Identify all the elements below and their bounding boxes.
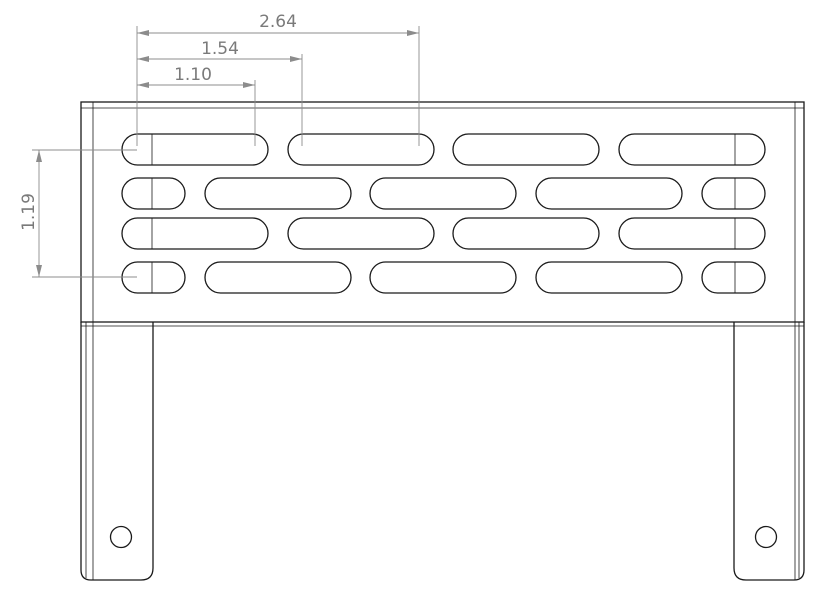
dimension-top-2: 1.54 xyxy=(137,39,303,146)
arrowhead xyxy=(137,82,149,88)
slot xyxy=(452,217,600,250)
left-leg xyxy=(80,322,154,581)
dimension-value: 1.10 xyxy=(174,65,212,85)
slot xyxy=(121,177,186,210)
arrowhead xyxy=(137,30,149,36)
arrowhead xyxy=(137,56,149,62)
dimension-value: 2.64 xyxy=(259,12,297,32)
arrowhead xyxy=(243,82,255,88)
dimension-left-1: 1.19 xyxy=(19,149,137,278)
slot xyxy=(121,261,186,294)
arrowhead xyxy=(290,56,302,62)
slot xyxy=(121,133,269,166)
dimension-top-1: 2.64 xyxy=(136,12,420,146)
arrowhead xyxy=(407,30,419,36)
slot xyxy=(701,177,766,210)
slot xyxy=(618,217,766,250)
top-plate xyxy=(80,101,805,323)
dimension-value: 1.54 xyxy=(201,39,239,59)
slot xyxy=(204,261,352,294)
slot xyxy=(452,133,600,166)
slot xyxy=(121,217,269,250)
slot xyxy=(535,177,683,210)
slot xyxy=(535,261,683,294)
bracket-outline xyxy=(80,101,805,581)
slot-pattern xyxy=(121,133,766,294)
slot xyxy=(618,133,766,166)
dimension-value: 1.19 xyxy=(19,193,39,231)
right-leg-hole xyxy=(754,525,778,549)
slot xyxy=(204,177,352,210)
slot xyxy=(287,217,435,250)
slot xyxy=(369,261,517,294)
left-leg-hole xyxy=(109,525,133,549)
slot xyxy=(701,261,766,294)
arrowhead xyxy=(36,265,42,277)
slot xyxy=(369,177,517,210)
right-leg xyxy=(733,322,805,581)
dimension-top-3: 1.10 xyxy=(137,65,256,146)
arrowhead xyxy=(36,150,42,162)
slot xyxy=(287,133,435,166)
